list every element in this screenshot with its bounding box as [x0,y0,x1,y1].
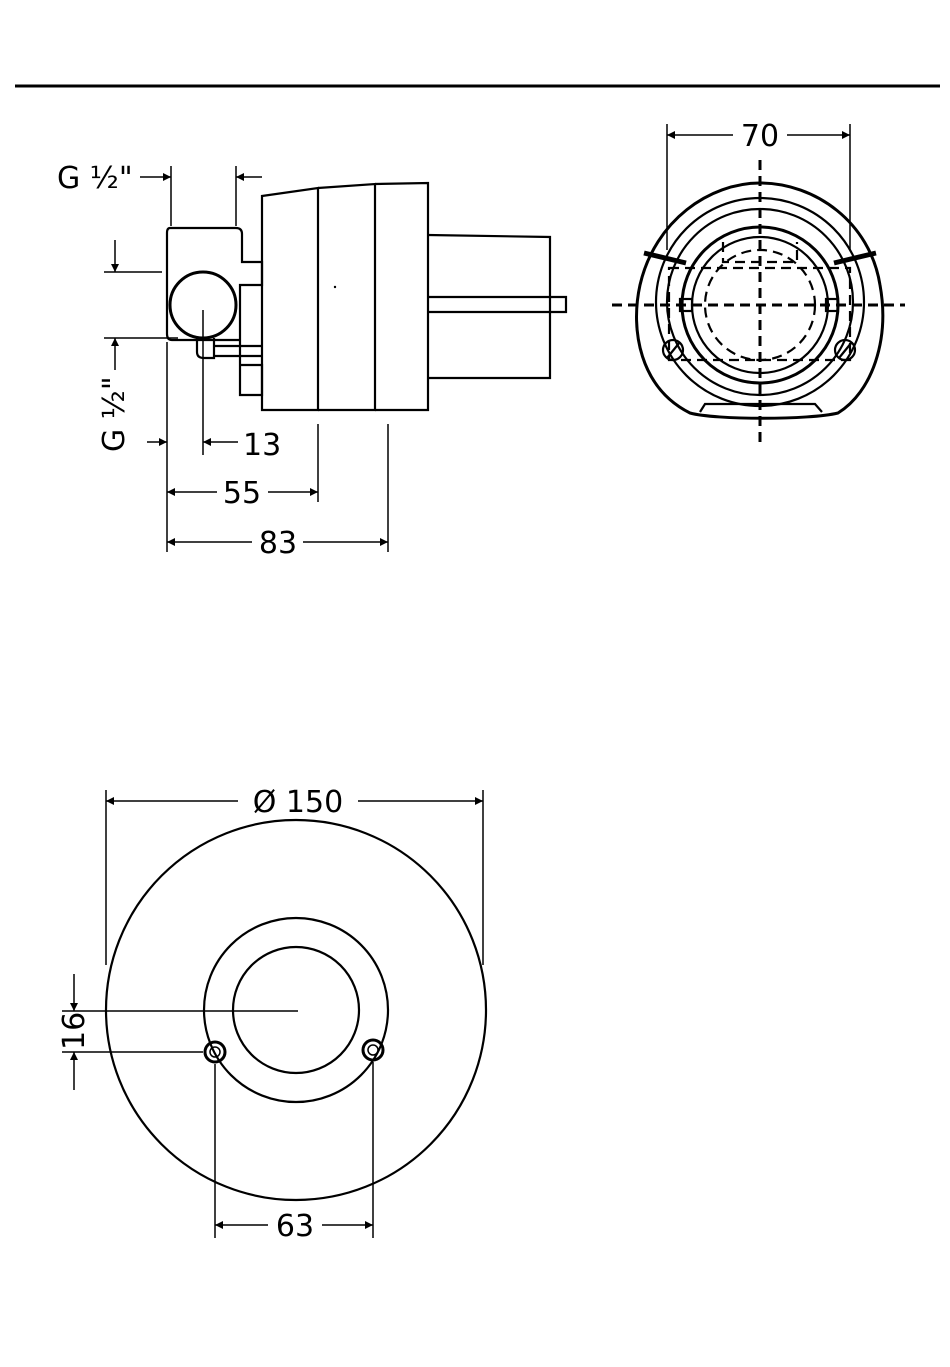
dim-83: 83 [259,526,297,561]
housing-segment-3 [375,183,428,410]
dim-thread-top: G ½" [57,161,133,196]
end-view: 70 [612,119,905,448]
rosette-ring [204,918,388,1102]
front-view: Ø 150 16 63 [57,785,486,1244]
dim-diameter-150: Ø 150 [253,785,343,820]
housing-segment-2 [318,184,375,410]
dim-16: 16 [57,1012,92,1050]
housing-segment-1 [262,188,318,410]
side-view: G ½" G ½" 13 55 83 [57,161,566,561]
rosette-outer [106,820,486,1200]
dim-55: 55 [223,476,261,511]
cartridge [428,235,550,378]
dim-13: 13 [243,428,281,463]
dim-63: 63 [276,1209,314,1244]
spindle [428,297,566,312]
rosette-center [233,947,359,1073]
dim-70: 70 [741,119,779,154]
valve-body [167,228,262,395]
dim-thread-side: G ½" [97,376,132,452]
